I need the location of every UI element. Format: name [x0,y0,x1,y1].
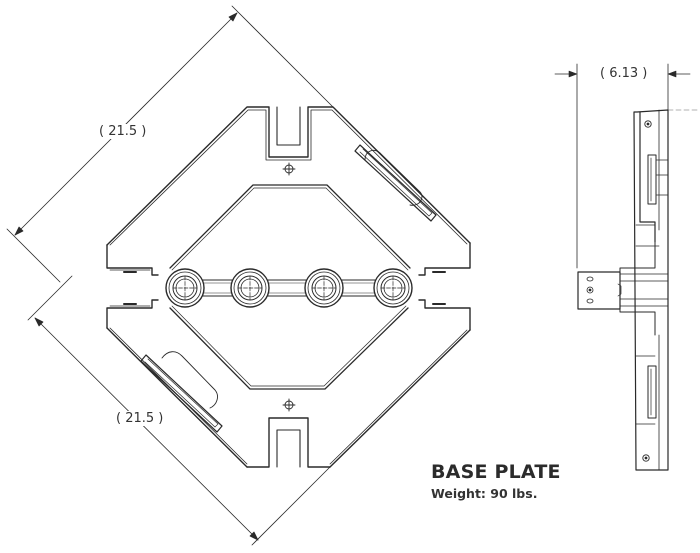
mounting-hole-bottom [282,398,296,412]
mounting-hole-top [282,162,296,176]
dimension-top-left [6,5,334,283]
dimension-bottom-left [27,275,331,546]
boss-3 [304,268,344,308]
boss-4 [373,268,413,308]
outer-outline [106,106,471,468]
dimension-label-bottom: ( 21.5 ) [114,411,166,426]
dimension-label-side: ( 6.13 ) [598,66,650,81]
boss-1 [165,268,205,308]
drawing-title: BASE PLATE [431,461,561,483]
handle-bottom-left [140,351,223,433]
inner-outline [169,184,411,390]
weight-label: Weight: 90 lbs. [431,486,538,501]
top-view [106,106,471,468]
boss-2 [230,268,270,308]
side-view [554,63,700,471]
bosses [165,268,413,308]
handle-top-right [354,144,437,222]
dimension-label-top: ( 21.5 ) [97,124,149,139]
title-block: BASE PLATE Weight: 90 lbs. [431,461,561,501]
center-rail [184,279,394,297]
